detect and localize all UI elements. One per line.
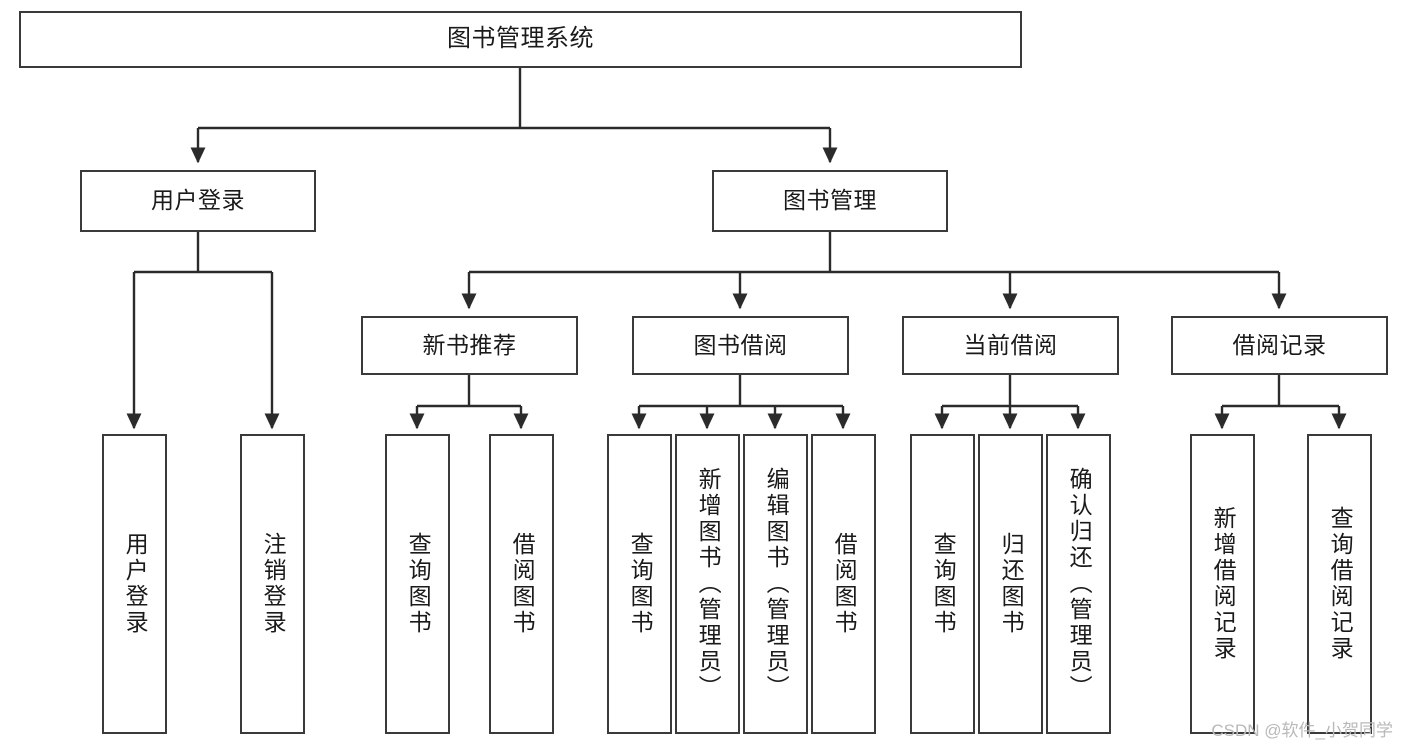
csdn-watermark: CSDN @软件_小贺同学 [1211, 721, 1393, 740]
node-label: 图书管理系统 [447, 25, 594, 53]
node-label: 新书推荐 [422, 331, 517, 358]
leaf-query-book-recommend[interactable]: 查询图书 [385, 434, 450, 734]
node-label: 用户登录 [151, 187, 245, 214]
node-label: 借阅图书 [509, 532, 536, 636]
node-label: 查询图书 [930, 532, 957, 636]
node-new-book-recommend[interactable]: 新书推荐 [361, 316, 578, 375]
leaf-add-borrow-record[interactable]: 新增借阅记录 [1190, 434, 1255, 734]
leaf-borrow-book[interactable]: 借阅图书 [811, 434, 876, 734]
node-label: 注销登录 [260, 532, 287, 636]
leaf-query-book-borrow[interactable]: 查询图书 [607, 434, 672, 734]
node-current-borrow[interactable]: 当前借阅 [902, 316, 1119, 375]
node-label: 编辑图书（管理员） [763, 467, 790, 701]
node-label: 当前借阅 [963, 331, 1058, 358]
leaf-borrow-book-recommend[interactable]: 借阅图书 [489, 434, 554, 734]
leaf-return-book[interactable]: 归还图书 [978, 434, 1043, 734]
node-book-borrow[interactable]: 图书借阅 [632, 316, 849, 375]
node-label: 查询借阅记录 [1327, 506, 1354, 662]
node-borrow-record[interactable]: 借阅记录 [1171, 316, 1388, 375]
node-user-login[interactable]: 用户登录 [80, 170, 316, 232]
node-book-management[interactable]: 图书管理 [712, 170, 948, 232]
node-label: 图书借阅 [693, 331, 788, 358]
node-label: 查询图书 [405, 532, 432, 636]
node-label: 用户登录 [122, 532, 149, 636]
leaf-user-login[interactable]: 用户登录 [102, 434, 167, 734]
leaf-query-book-current[interactable]: 查询图书 [910, 434, 975, 734]
leaf-edit-book[interactable]: 编辑图书（管理员） [743, 434, 808, 734]
node-label: 新增借阅记录 [1210, 506, 1237, 662]
node-root-system[interactable]: 图书管理系统 [19, 11, 1022, 68]
node-label: 借阅记录 [1232, 331, 1327, 358]
node-label: 查询图书 [627, 532, 654, 636]
node-label: 新增图书（管理员） [695, 467, 722, 701]
leaf-query-borrow-record[interactable]: 查询借阅记录 [1307, 434, 1372, 734]
node-label: 图书管理 [783, 187, 877, 214]
leaf-confirm-return[interactable]: 确认归还（管理员） [1046, 434, 1111, 734]
leaf-add-book[interactable]: 新增图书（管理员） [675, 434, 740, 734]
leaf-logout-login[interactable]: 注销登录 [240, 434, 305, 734]
node-label: 借阅图书 [831, 532, 858, 636]
node-label: 确认归还（管理员） [1066, 467, 1093, 701]
node-label: 归还图书 [998, 532, 1025, 636]
